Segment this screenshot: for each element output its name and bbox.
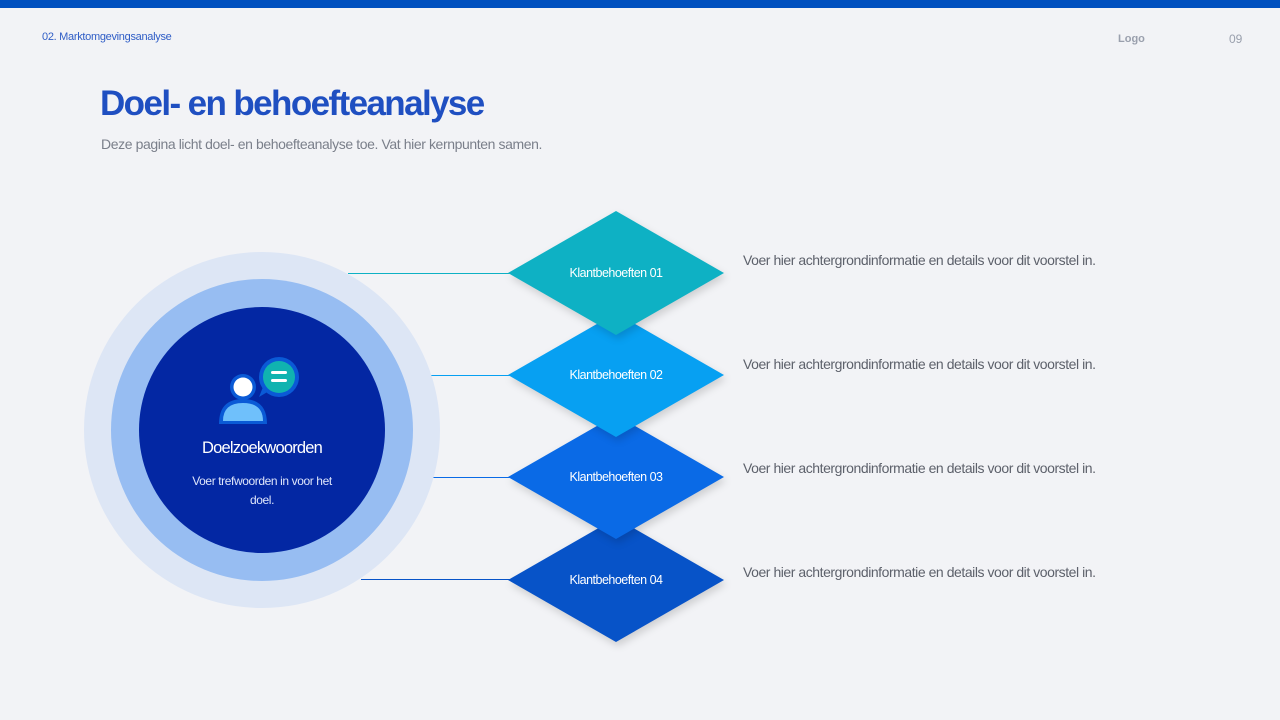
logo: Logo — [1118, 33, 1145, 45]
diamond-label: Klantbehoeften 04 — [569, 573, 663, 587]
user-chat-icon — [217, 357, 307, 427]
top-accent-bar — [0, 0, 1280, 8]
connector-line-2 — [430, 375, 518, 376]
connector-line-3 — [430, 477, 518, 478]
need-description-2: Voer hier achtergrondinformatie en detai… — [743, 356, 1096, 372]
page-title: Doel- en behoefteanalyse — [100, 84, 485, 123]
diamond-need-2: Klantbehoeften 02 — [508, 313, 724, 437]
need-description-4: Voer hier achtergrondinformatie en detai… — [743, 564, 1096, 580]
page-subtitle: Deze pagina licht doel- en behoefteanaly… — [101, 136, 543, 152]
diamond-need-3: Klantbehoeften 03 — [508, 415, 724, 539]
diamond-need-1: Klantbehoeften 01 — [508, 211, 724, 335]
section-label: 02. Marktomgevingsanalyse — [42, 31, 172, 43]
diamond-label: Klantbehoeften 01 — [569, 266, 663, 280]
center-description: Voer trefwoorden in voor het doel. — [192, 474, 332, 507]
diamond-need-4: Klantbehoeften 04 — [508, 518, 724, 642]
center-title: Doelzoekwoorden — [201, 439, 323, 457]
diamond-label: Klantbehoeften 02 — [569, 368, 663, 382]
diamond-label: Klantbehoeften 03 — [569, 470, 663, 484]
center-circle: Doelzoekwoorden Voer trefwoorden in voor… — [139, 307, 385, 553]
connector-line-1 — [348, 273, 518, 274]
page-number: 09 — [1229, 32, 1243, 46]
need-description-1: Voer hier achtergrondinformatie en detai… — [743, 252, 1096, 268]
connector-line-4 — [361, 579, 518, 580]
need-description-3: Voer hier achtergrondinformatie en detai… — [743, 460, 1096, 476]
